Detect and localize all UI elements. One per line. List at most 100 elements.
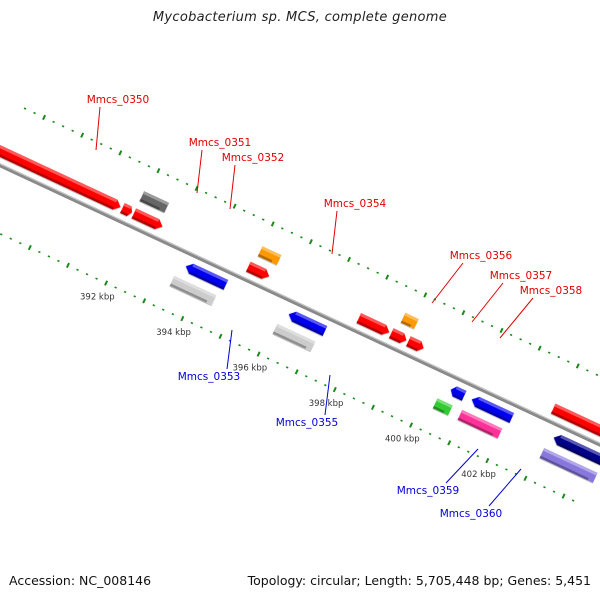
label-Mmcs_0353[interactable]: Mmcs_0353 <box>178 329 241 383</box>
inner-tick <box>114 286 117 289</box>
gene-bevel-top <box>261 246 282 258</box>
backbone-line <box>0 163 600 447</box>
label-Mmcs_0357[interactable]: Mmcs_0357 <box>471 270 553 323</box>
gene-Mmcs_0361-b[interactable] <box>551 432 600 466</box>
kbp-label: 400 kbp <box>385 435 420 445</box>
inner-tick <box>238 344 241 347</box>
outer-tick <box>443 302 446 306</box>
inner-tick <box>57 259 60 263</box>
kbp-label: 392 kbp <box>80 293 115 303</box>
gene-Mmcs_0352-b[interactable] <box>139 191 170 213</box>
inner-tick <box>505 468 508 471</box>
gene-Mmcs_0356[interactable] <box>356 313 392 337</box>
gene-body <box>257 246 282 266</box>
gene-body <box>169 275 217 306</box>
gene-label[interactable]: Mmcs_0354 <box>324 198 387 210</box>
gene-bevel-top <box>0 139 118 203</box>
label-Mmcs_0356[interactable]: Mmcs_0356 <box>431 250 513 304</box>
label-Mmcs_0351[interactable]: Mmcs_0351 <box>189 137 252 194</box>
inner-tick-major <box>104 280 109 286</box>
gene-Mmcs_0352[interactable] <box>131 208 165 231</box>
label-Mmcs_0355[interactable]: Mmcs_0355 <box>276 374 339 429</box>
gene-bevel-bottom <box>272 331 307 349</box>
gene-body <box>139 191 170 213</box>
inner-tick <box>419 428 422 431</box>
label-Mmcs_0350[interactable]: Mmcs_0350 <box>87 94 150 151</box>
gene-label[interactable]: Mmcs_0358 <box>520 285 583 297</box>
gene-Mmcs_0358[interactable] <box>406 336 426 353</box>
gene-Mmcs_0359[interactable] <box>449 385 467 401</box>
label-Mmcs_0358[interactable]: Mmcs_0358 <box>499 285 583 339</box>
gene-Mmcs_0355[interactable] <box>286 309 328 336</box>
gene-label[interactable]: Mmcs_0350 <box>87 94 150 106</box>
outer-tick <box>357 262 360 266</box>
gene-label[interactable]: Mmcs_0356 <box>450 250 513 262</box>
gene-body <box>432 398 453 416</box>
outer-tick <box>261 218 265 221</box>
gene-label[interactable]: Mmcs_0352 <box>222 152 285 164</box>
gene-Mmcs_0357[interactable] <box>388 328 409 345</box>
gene-Mmcs_0357-b[interactable] <box>400 312 419 329</box>
inner-tick <box>476 454 480 458</box>
label-Mmcs_0352[interactable]: Mmcs_0352 <box>222 152 285 210</box>
gene-Mmcs_0361-c[interactable] <box>539 447 598 483</box>
label-Mmcs_0360[interactable]: Mmcs_0360 <box>440 468 522 520</box>
outer-tick-major <box>118 150 123 156</box>
gene-Mmcs_0354[interactable] <box>245 261 272 282</box>
outer-tick-major <box>80 132 85 138</box>
gene-bevel-bottom <box>0 146 114 210</box>
gene-Mmcs_0359-b[interactable] <box>432 398 453 416</box>
outer-tick <box>147 165 151 168</box>
outer-tick <box>300 236 303 239</box>
gene-bevel-top <box>173 275 217 299</box>
outer-tick-major <box>232 203 237 209</box>
gene-Mmcs_0355-b[interactable] <box>272 323 316 352</box>
inner-tick <box>571 499 575 502</box>
outer-tick <box>166 173 170 177</box>
gene-bevel-top <box>461 409 503 432</box>
inner-tick <box>285 366 289 369</box>
gene-label[interactable]: Mmcs_0360 <box>440 508 503 520</box>
inner-tick <box>343 392 346 396</box>
gene-Mmcs_0353-b[interactable] <box>169 275 217 306</box>
inner-tick <box>438 437 442 440</box>
gene-label[interactable]: Mmcs_0359 <box>397 485 460 497</box>
genome-backbone <box>0 163 600 447</box>
gene-Mmcs_0351[interactable] <box>120 203 134 217</box>
outer-tick <box>280 227 284 230</box>
outer-tick <box>414 289 418 292</box>
gene-Mmcs_0354-b[interactable] <box>257 246 282 266</box>
gene-bevel-bottom <box>550 411 600 440</box>
gene-label[interactable]: Mmcs_0351 <box>189 137 252 149</box>
gene-Mmcs_0360[interactable] <box>469 394 515 423</box>
label-Mmcs_0354[interactable]: Mmcs_0354 <box>324 198 387 255</box>
gene-bevel-top <box>560 435 600 459</box>
gene-bevel-bottom <box>432 405 445 414</box>
outer-tick <box>52 120 55 124</box>
inner-tick <box>381 410 384 413</box>
inner-tick <box>276 361 279 365</box>
gene-bevel-top <box>123 203 132 209</box>
gene-body <box>0 139 121 210</box>
gene-label[interactable]: Mmcs_0357 <box>490 270 553 282</box>
gene-bevel-bottom <box>245 269 263 279</box>
gene-label[interactable]: Mmcs_0355 <box>276 417 339 429</box>
gene-label[interactable]: Mmcs_0353 <box>178 371 241 383</box>
outer-tick <box>33 111 36 115</box>
outer-tick <box>128 156 132 159</box>
inner-tick <box>362 401 365 405</box>
inner-tick <box>152 304 156 307</box>
inner-tick <box>200 326 203 329</box>
outer-tick <box>481 320 484 323</box>
accession-text: Accession: NC_008146 <box>9 573 152 588</box>
inner-tick <box>47 255 51 258</box>
gene-Mmcs_0361[interactable] <box>550 403 600 442</box>
gene-Mmcs_0353[interactable] <box>184 261 229 290</box>
gene-body <box>471 396 515 423</box>
gene-bevel-bottom <box>139 198 161 211</box>
gene-Mmcs_0350[interactable] <box>0 139 123 212</box>
gene-bevel-bottom <box>169 283 208 303</box>
gene-Mmcs_0360-b[interactable] <box>457 409 503 439</box>
callout-line <box>229 164 236 210</box>
label-Mmcs_0359[interactable]: Mmcs_0359 <box>397 448 479 497</box>
